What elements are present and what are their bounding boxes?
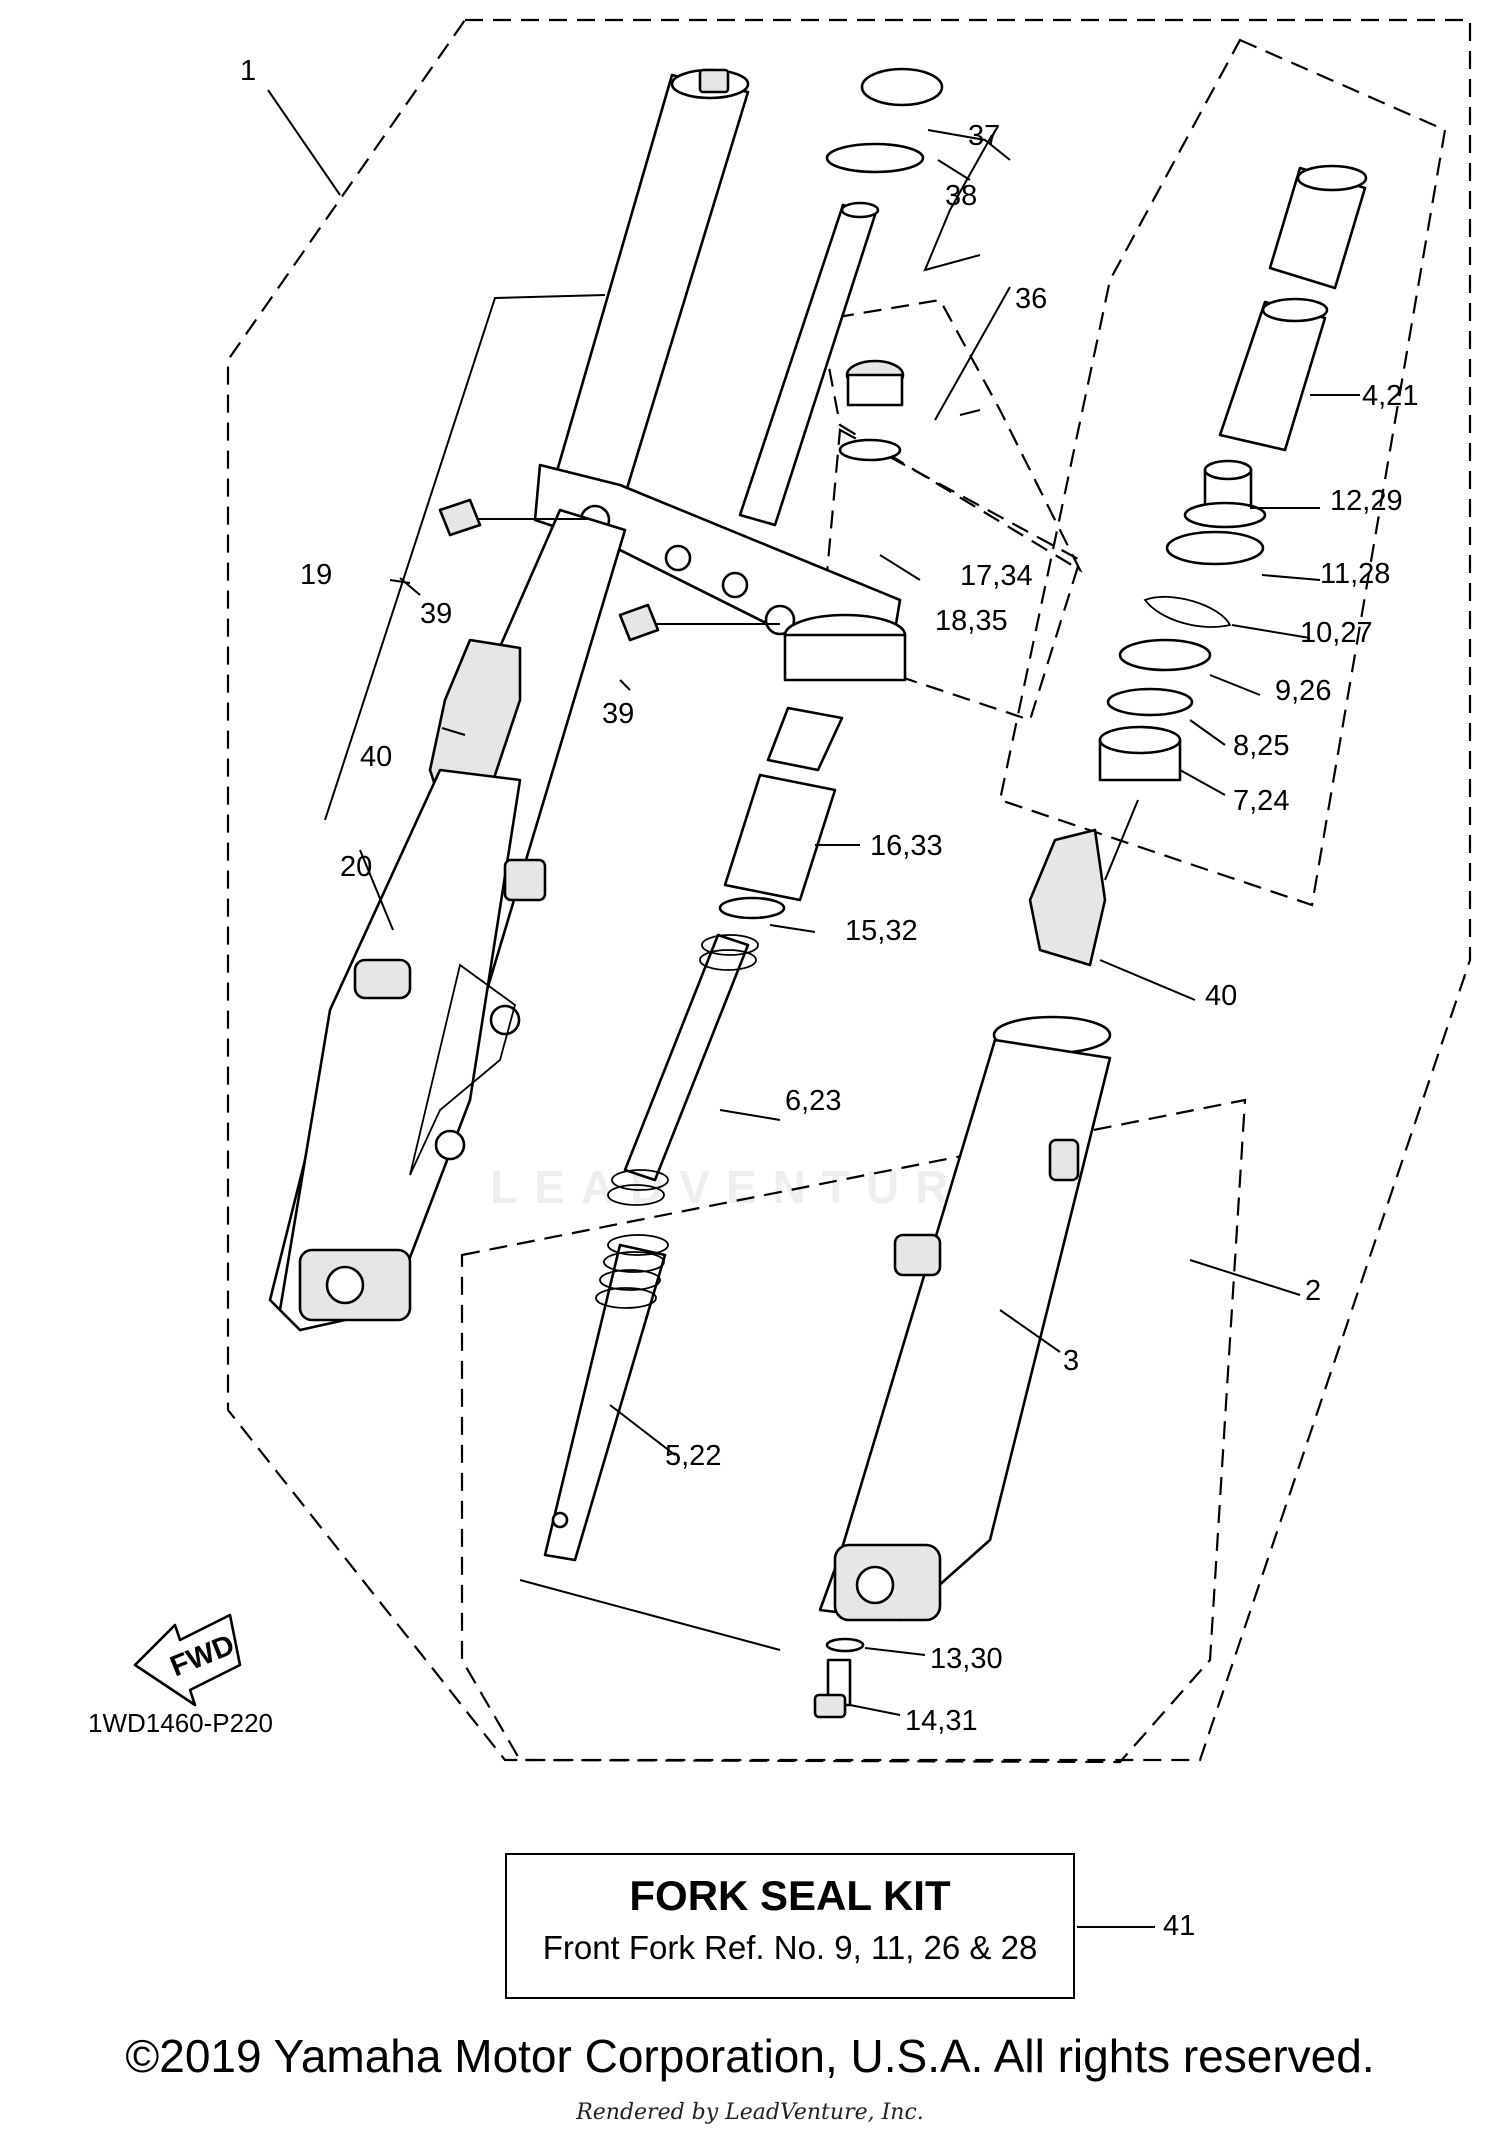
callout-9-26: 9,26 bbox=[1275, 675, 1331, 707]
callout-37: 37 bbox=[968, 120, 1000, 152]
callout-5-22: 5,22 bbox=[665, 1440, 721, 1472]
callout-39-upper: 39 bbox=[420, 598, 452, 630]
spacer-upper bbox=[766, 706, 844, 772]
bracket-hole-3 bbox=[721, 571, 749, 599]
kit-title: FORK SEAL KIT bbox=[629, 1872, 951, 1919]
fork-guard-right bbox=[1028, 828, 1107, 967]
rod-top bbox=[840, 201, 880, 219]
group-outline-36 bbox=[818, 298, 1083, 573]
callout-10-27: 10,27 bbox=[1300, 617, 1373, 649]
axle-hole bbox=[325, 1265, 365, 1305]
diagram-code: 1WD1460-P220 bbox=[88, 1708, 273, 1738]
callout-40-right: 40 bbox=[1205, 980, 1237, 1012]
bolt-39-lower bbox=[618, 603, 660, 642]
callout-19: 19 bbox=[300, 559, 332, 591]
kit-subtitle: Front Fork Ref. No. 9, 11, 26 & 28 bbox=[542, 1929, 1038, 1966]
callout-40-left: 40 bbox=[360, 741, 392, 773]
dust-seal-9 bbox=[1118, 638, 1212, 672]
spacer-16 bbox=[723, 773, 837, 902]
caliper-mount-1 bbox=[353, 958, 412, 1000]
group-outline-right bbox=[998, 38, 1447, 907]
group-outline-1 bbox=[226, 18, 1472, 1762]
group-outline-2 bbox=[460, 1098, 1247, 1764]
cap-bolt-37 bbox=[860, 67, 944, 107]
callout-20: 20 bbox=[340, 851, 372, 883]
callout-16-33: 16,33 bbox=[870, 830, 943, 862]
bushing-4 bbox=[1268, 164, 1368, 290]
callout-38: 38 bbox=[945, 180, 977, 212]
fork-spring-6 bbox=[607, 933, 759, 1206]
bolt-39-upper bbox=[438, 498, 482, 537]
callout-7-24: 7,24 bbox=[1233, 785, 1289, 817]
bracket-hole-2 bbox=[664, 544, 692, 572]
fork-seal-kit-box: FORK SEAL KIT Front Fork Ref. No. 9, 11,… bbox=[505, 1853, 1075, 1999]
cable-guide bbox=[503, 858, 547, 902]
mount-hole-1 bbox=[489, 1004, 521, 1036]
kit-leader-line bbox=[1077, 1926, 1155, 1928]
callout-6-23: 6,23 bbox=[785, 1085, 841, 1117]
callout-18-35: 18,35 bbox=[935, 605, 1008, 637]
callout-36: 36 bbox=[1015, 283, 1047, 315]
callout-1: 1 bbox=[240, 55, 256, 87]
callout-15-32: 15,32 bbox=[845, 915, 918, 947]
bracket-hole-4 bbox=[764, 604, 796, 636]
callout-8-25: 8,25 bbox=[1233, 730, 1289, 762]
callout-11-28: 11,28 bbox=[1320, 558, 1390, 590]
callout-39-lower: 39 bbox=[602, 698, 634, 730]
watermark-text: LEADVENTURE bbox=[490, 1161, 1012, 1213]
outer-tube-lower bbox=[278, 768, 522, 1332]
washer-12 bbox=[1183, 459, 1267, 529]
rendered-by-notice: Rendered by LeadVenture, Inc. bbox=[576, 2100, 924, 2125]
callout-3: 3 bbox=[1063, 1345, 1079, 1377]
fwd-arrow-icon: FWD bbox=[133, 1613, 242, 1707]
copyright-notice: ©2019 Yamaha Motor Corporation, U.S.A. A… bbox=[125, 2030, 1375, 2082]
washer-8 bbox=[1106, 687, 1194, 717]
callout-14-31: 14,31 bbox=[905, 1705, 978, 1737]
mount-bracket bbox=[409, 963, 517, 1176]
outer-tube-3 bbox=[818, 1015, 1112, 1622]
slide-metal-7 bbox=[1098, 725, 1182, 782]
cap-bolt-17-body bbox=[846, 373, 904, 407]
bushing-21 bbox=[1218, 297, 1329, 452]
damper-rod-5 bbox=[543, 1234, 669, 1562]
washer-15 bbox=[718, 896, 786, 920]
mount-hole-2 bbox=[434, 1129, 466, 1161]
callout-12-29: 12,29 bbox=[1330, 485, 1403, 517]
o-ring-18 bbox=[838, 438, 902, 462]
washer-13 bbox=[825, 1637, 865, 1653]
inner-tube-top bbox=[553, 73, 750, 497]
callout-13-30: 13,30 bbox=[930, 1643, 1003, 1675]
clip-10 bbox=[1143, 596, 1232, 628]
oil-seal-11 bbox=[1165, 530, 1265, 566]
callout-17-34: 17,34 bbox=[960, 560, 1033, 592]
collar-body bbox=[783, 633, 907, 682]
bolt-14 bbox=[813, 1658, 852, 1719]
inner-tube-bolt bbox=[698, 68, 730, 94]
washer-38 bbox=[825, 142, 925, 174]
callout-41: 41 bbox=[1163, 1910, 1196, 1942]
callout-2: 2 bbox=[1305, 1275, 1321, 1307]
callout-4-21: 4,21 bbox=[1362, 380, 1418, 412]
